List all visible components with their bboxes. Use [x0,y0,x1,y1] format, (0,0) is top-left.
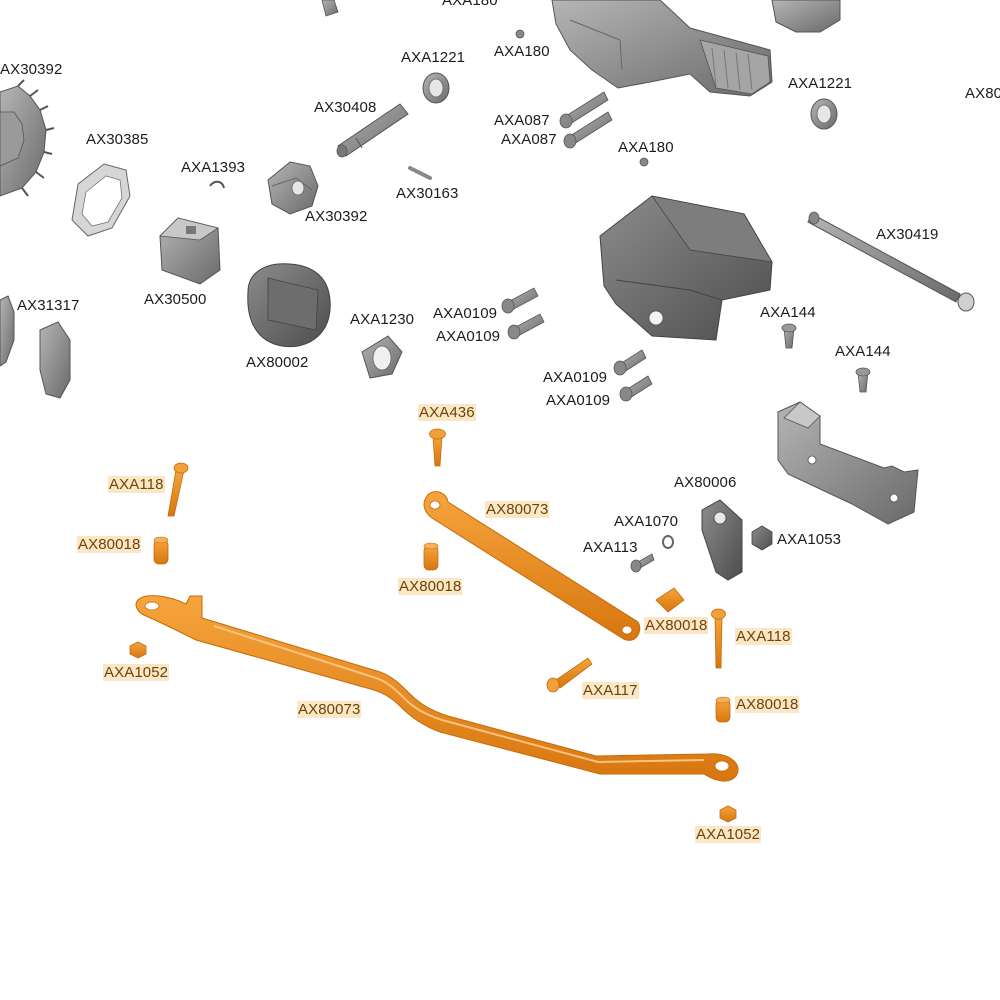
link-ax80073-short-part [423,491,641,641]
label-ax30500: AX30500 [144,291,207,308]
nut-axa1052-a-part [129,641,147,659]
label-ax80002: AX80002 [246,354,309,371]
label-axa0109-a: AXA0109 [433,305,498,322]
label-axa180-top: AXA180 [442,0,498,9]
label-ax30385: AX30385 [86,131,149,148]
nut-axa1053-part [751,525,773,551]
ball-ax80018-c-part [655,587,685,613]
pin-ax30408-part [336,103,409,158]
label-axa118-a: AXA118 [108,476,165,493]
ball-ax80018-a-part [153,536,169,565]
label-ax31317: AX31317 [17,297,80,314]
knuckle-ax31317-part [0,295,71,399]
label-ax80018-b: AX80018 [398,578,463,595]
label-axa1053: AXA1053 [777,531,842,548]
label-ax30408: AX30408 [314,99,377,116]
label-ax80018-d: AX80018 [735,696,800,713]
pinion-gear-ax30392-part [267,161,319,215]
label-ax30163: AX30163 [396,185,459,202]
bearing-axa1230-part [361,335,403,379]
servo-mount-part [777,401,919,525]
label-ax80073-b: AX80073 [297,701,362,718]
diff-block-ax30500-part [159,217,221,285]
label-axa0109-d: AXA0109 [546,392,611,409]
label-axa1052-a: AXA1052 [103,664,170,681]
label-axa117: AXA117 [582,682,639,699]
bearing-axa1221-a-part [422,72,450,104]
label-axa0109-b: AXA0109 [436,328,501,345]
bolts-axa0109-upper-part [501,287,545,340]
bearing-axa1221-b-part [810,98,838,130]
ball-ax80018-d-part [715,696,731,723]
screws-axa144-part [781,323,871,393]
label-axa144-b: AXA144 [835,343,891,360]
label-ax30392-a: AX30392 [0,61,63,78]
servo-horn-ax80006-part [701,499,743,581]
label-ax80018-c: AX80018 [644,617,709,634]
label-axa180-c: AXA180 [618,139,674,156]
bolts-axa0109-lower-part [613,349,653,402]
label-axa1230: AXA1230 [350,311,415,328]
nut-axa1052-b-part [719,805,737,823]
label-axa180-b: AXA180 [494,43,550,60]
axa180-c-part [639,157,649,167]
link-ax80073-long-part [135,595,739,782]
label-axa436: AXA436 [418,404,476,421]
clip-axa1393-part [209,180,225,189]
label-axa113: AXA113 [583,539,638,556]
label-ax30419: AX30419 [876,226,939,243]
axa180-part [515,29,525,39]
pin-ax30163-part [408,166,432,180]
servo-part [599,195,773,341]
label-ax80018-a: AX80018 [77,536,142,553]
screw-axa118-a-part [167,462,189,517]
screw-axa436-part [429,428,446,467]
washer-axa1070-part [662,535,674,549]
label-ax80-edge: AX80 [965,85,1000,102]
label-ax80073-a: AX80073 [485,501,550,518]
label-axa118-b: AXA118 [735,628,792,645]
screw-axa113-part [630,553,655,573]
label-axa1221-a: AXA1221 [401,49,466,66]
screw-axa117-part [546,657,593,693]
label-axa1052-b: AXA1052 [695,826,762,843]
label-axa1070: AXA1070 [614,513,679,530]
top-bolt-part [321,0,339,17]
bolts-axa087-part [559,91,613,149]
diff-cup-ax80002-part [247,263,331,348]
upper-right-block-part [771,0,841,33]
label-ax80006: AX80006 [674,474,737,491]
ball-ax80018-b-part [423,542,439,571]
label-axa087-a: AXA087 [494,112,550,129]
axle-housing-part [551,0,773,97]
label-axa1393: AXA1393 [181,159,246,176]
gasket-ax30385-part [71,163,131,237]
screw-axa118-b-part [711,608,726,669]
label-axa144-a: AXA144 [760,304,816,321]
label-ax30392-b: AX30392 [305,208,368,225]
ring-gear-part [0,79,55,197]
label-axa0109-c: AXA0109 [543,369,608,386]
label-axa1221-b: AXA1221 [788,75,853,92]
rod-ax30419-part [807,211,975,312]
label-axa087-b: AXA087 [501,131,557,148]
